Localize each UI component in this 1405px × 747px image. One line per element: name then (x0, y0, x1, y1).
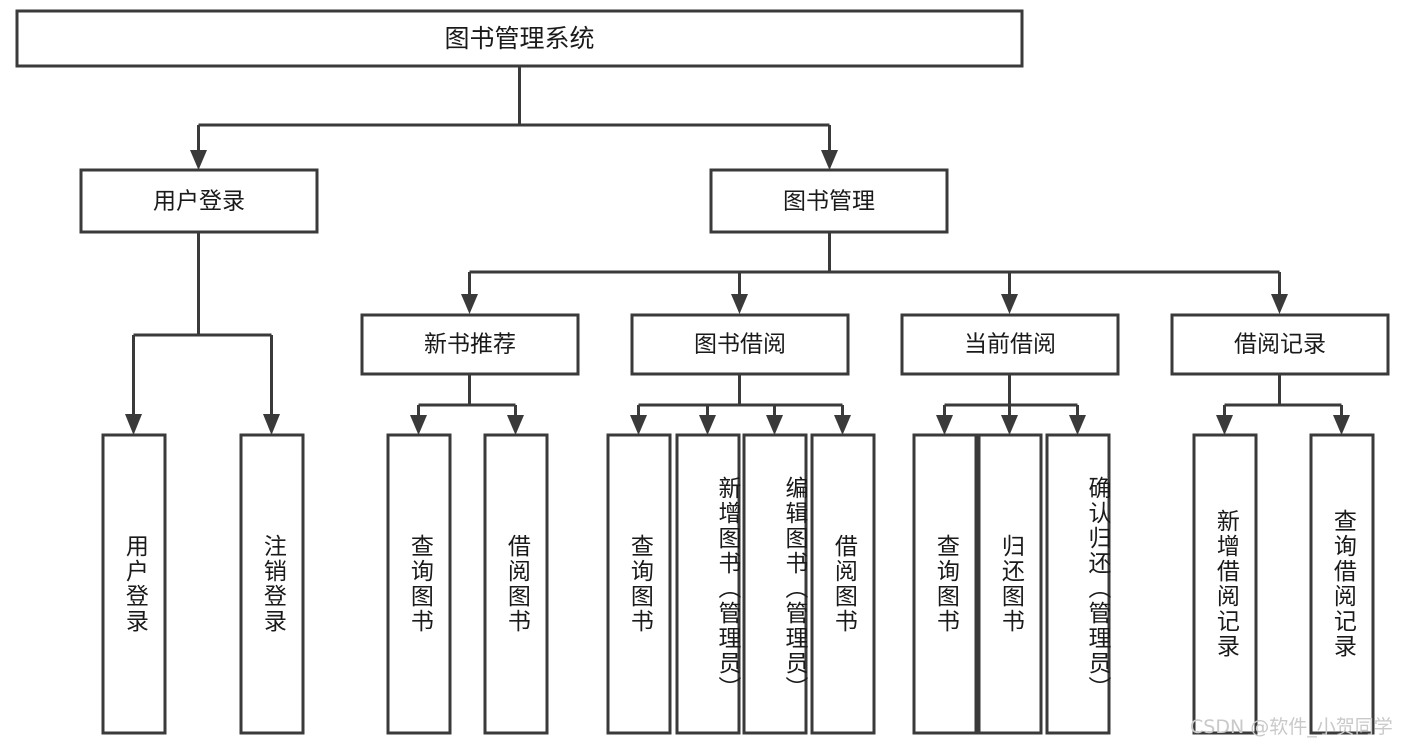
csdn-watermark: CSDN @软件_小贺同学 (1190, 716, 1393, 738)
connector-group-new-book-rec (410, 374, 524, 435)
node-label-book-manage: 图书管理 (783, 189, 875, 215)
node-box-leaf-return-book[interactable] (977, 433, 1043, 735)
node-box-new-book-rec[interactable] (360, 313, 580, 376)
node-box-leaf-add-book[interactable] (675, 433, 741, 735)
arrow-head-leaf-confirm-return (1069, 415, 1086, 435)
arrow-head-leaf-query-book-2 (630, 415, 647, 435)
connector-group-root (190, 66, 838, 170)
arrow-head-leaf-edit-book (766, 415, 783, 435)
node-box-book-manage[interactable] (709, 168, 949, 234)
arrow-head-leaf-query-book-1 (410, 415, 427, 435)
node-box-leaf-query-record[interactable] (1309, 433, 1375, 735)
node-box-leaf-query-book-2[interactable] (606, 433, 672, 735)
arrow-head-leaf-query-book-3 (936, 415, 953, 435)
connector-group-current-borrow (936, 374, 1086, 435)
arrow-head-leaf-borrow-book-1 (507, 415, 524, 435)
node-box-leaf-edit-book[interactable] (742, 433, 808, 735)
arrow-head-user-login (190, 150, 207, 170)
node-label-user-login: 用户登录 (153, 189, 245, 215)
arrow-head-leaf-logout (263, 414, 280, 435)
node-box-leaf-user-login[interactable] (101, 433, 167, 735)
arrow-head-leaf-borrow-book-2 (834, 415, 851, 435)
connector-group-book-manage (461, 232, 1288, 314)
node-box-user-login[interactable] (79, 168, 319, 234)
node-box-current-borrow[interactable] (900, 313, 1120, 376)
node-label-root: 图书管理系统 (444, 24, 594, 53)
arrow-head-book-borrow (731, 294, 748, 314)
node-box-leaf-query-book-3[interactable] (912, 433, 978, 735)
arrow-head-leaf-add-record (1216, 415, 1233, 435)
connector-group-book-borrow (630, 374, 851, 435)
node-box-borrow-record[interactable] (1170, 313, 1390, 376)
node-box-leaf-borrow-book-1[interactable] (483, 433, 549, 735)
arrow-head-new-book-rec (461, 294, 478, 314)
node-box-leaf-query-book-1[interactable] (386, 433, 452, 735)
node-box-root[interactable] (15, 9, 1024, 68)
arrow-head-borrow-record (1271, 294, 1288, 314)
node-box-leaf-add-record[interactable] (1192, 433, 1258, 735)
node-box-book-borrow[interactable] (630, 313, 850, 376)
arrow-head-leaf-query-record (1333, 415, 1350, 435)
node-box-leaf-logout[interactable] (239, 433, 305, 735)
arrow-head-current-borrow (1001, 294, 1018, 314)
connector-group-user-login (125, 232, 280, 435)
node-box-leaf-confirm-return[interactable] (1045, 433, 1111, 735)
arrow-head-leaf-return-book (1001, 415, 1018, 435)
node-box-leaf-borrow-book-2[interactable] (810, 433, 876, 735)
connector-group-borrow-record (1216, 374, 1350, 435)
node-label-new-book-rec: 新书推荐 (424, 332, 516, 358)
node-label-book-borrow: 图书借阅 (694, 332, 786, 358)
arrow-head-leaf-add-book (699, 415, 716, 435)
arrow-head-leaf-user-login (125, 414, 142, 435)
arrow-head-book-manage (821, 150, 838, 170)
node-label-borrow-record: 借阅记录 (1234, 332, 1326, 358)
node-label-current-borrow: 当前借阅 (964, 332, 1056, 358)
